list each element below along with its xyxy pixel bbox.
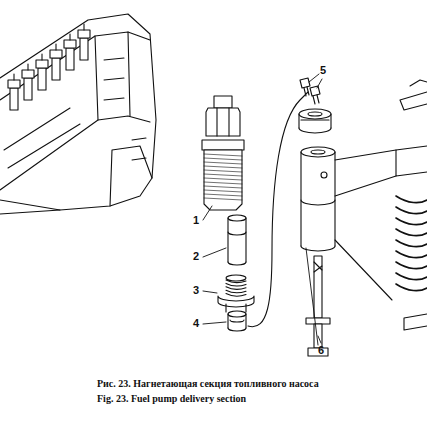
valve-holder-small	[10, 88, 18, 110]
spring-coil	[396, 273, 427, 280]
figure-caption: Рис. 23. Нагнетающая секция топливного н…	[97, 378, 319, 389]
holder-nut	[22, 70, 34, 78]
spring-coil	[226, 294, 246, 296]
valve-holder-small	[38, 68, 46, 90]
holder-nut	[50, 50, 62, 58]
thread-line	[204, 162, 242, 164]
thread-line	[204, 158, 242, 160]
spring-coil	[396, 240, 427, 247]
thread-line	[204, 154, 242, 156]
holder-nut	[8, 80, 20, 88]
holder-stud	[69, 34, 70, 40]
holder-nut	[78, 30, 90, 38]
holder-stud	[27, 64, 28, 70]
control-parts	[396, 80, 427, 330]
callout-number: 6	[318, 344, 324, 356]
callout-number: 2	[193, 250, 199, 262]
spring-coil	[226, 290, 246, 292]
spring-coil	[396, 207, 427, 214]
spring-coil	[396, 284, 427, 291]
spring-coil	[226, 280, 246, 282]
ring-nut	[299, 109, 331, 133]
spring-coil	[226, 287, 246, 289]
thread-line	[204, 166, 242, 168]
plunger-barrel	[301, 147, 335, 251]
caption-english: Fig. 23. Fuel pump delivery section	[97, 393, 246, 404]
valve-seat	[228, 311, 246, 331]
spring-coil	[396, 229, 427, 236]
locating-screws	[300, 78, 320, 104]
valve-holder-small	[66, 48, 74, 70]
valve-spring	[218, 275, 254, 312]
holder-stud	[83, 24, 84, 30]
thread-line	[204, 182, 242, 184]
thread-line	[204, 186, 242, 188]
valve-holder-small	[80, 38, 88, 60]
holder-nut	[64, 40, 76, 48]
valve-holder-small	[52, 58, 60, 80]
spring-coil	[396, 196, 427, 203]
spring-coil	[396, 218, 427, 225]
delivery-valve	[228, 215, 246, 265]
thread-line	[204, 174, 242, 176]
thread-line	[204, 170, 242, 172]
callout-number: 4	[193, 317, 199, 329]
spring-coil	[396, 262, 427, 269]
holder-stud	[13, 74, 14, 80]
thread-line	[204, 198, 242, 200]
spring-coil	[396, 251, 427, 258]
holder-stud	[55, 44, 56, 50]
callout-number: 1	[193, 214, 199, 226]
assembly-line	[335, 150, 396, 300]
pump-housing	[0, 14, 156, 214]
callout-number: 3	[193, 284, 199, 296]
callout-number: 5	[320, 64, 326, 76]
thread-line	[204, 178, 242, 180]
holder-stud	[41, 54, 42, 60]
thread-line	[204, 190, 242, 192]
valve-holder-small	[24, 78, 32, 100]
holder-nut	[36, 60, 48, 68]
leader-lines	[203, 74, 322, 345]
plunger	[306, 256, 330, 356]
spring-coil	[226, 283, 246, 285]
valve-holder	[202, 96, 244, 210]
thread-line	[204, 194, 242, 196]
valve-holder-row	[8, 24, 90, 110]
